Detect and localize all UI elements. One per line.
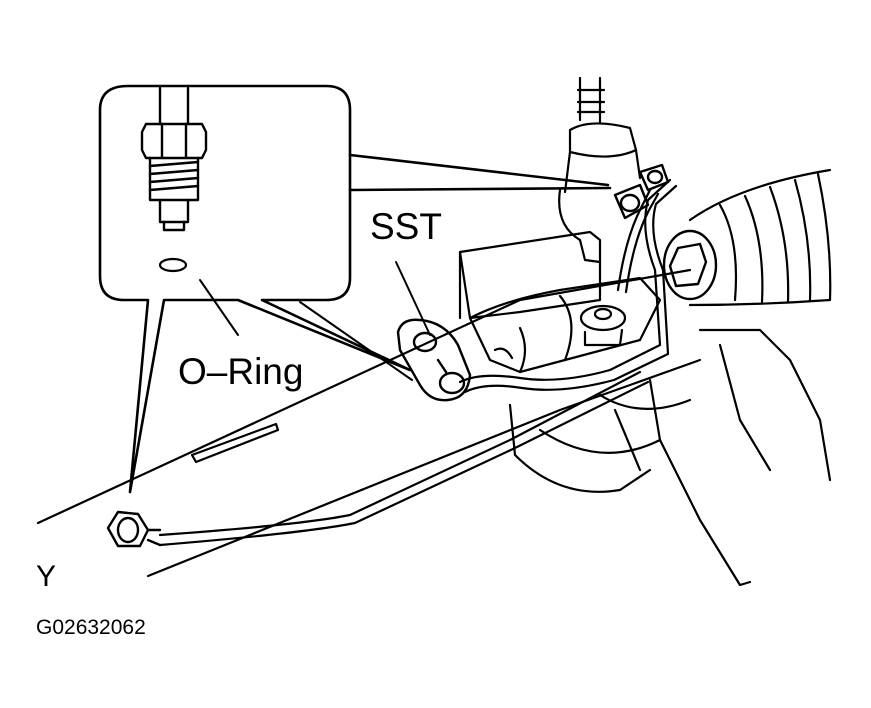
y-label: Y: [36, 560, 56, 593]
sst-tool: [396, 318, 472, 402]
boot-end-bolt: [662, 229, 718, 301]
rack-cylinder: [468, 276, 662, 374]
control-valve: [558, 76, 642, 264]
pressure-tubes: [158, 178, 678, 547]
flare-fitting-detail: [140, 86, 208, 232]
figure-code: G02632062: [36, 616, 146, 639]
detail-callout: [98, 84, 612, 494]
leader-lines: [199, 261, 431, 381]
sst-label: SST: [370, 206, 442, 247]
o-ring-icon: [158, 257, 188, 273]
valve-union-nuts: [613, 163, 670, 220]
gearbox-body: [458, 230, 832, 587]
tube-end-nut-y: [106, 510, 162, 548]
o-ring-label: O–Ring: [178, 351, 303, 392]
rack-boot: [688, 168, 832, 307]
